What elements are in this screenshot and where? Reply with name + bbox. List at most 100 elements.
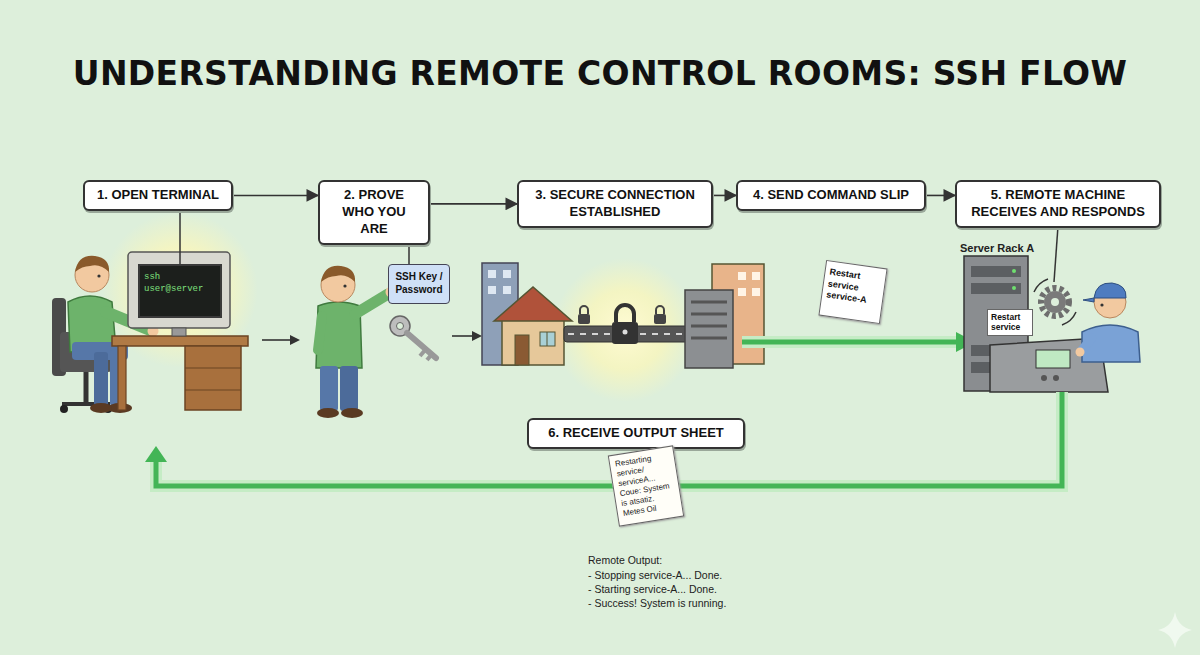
output-line: - Success! System is running.	[588, 597, 726, 609]
output-line: - Stopping service-A... Done.	[588, 569, 722, 581]
green-flow-arrow-part	[742, 336, 960, 348]
standing-person-part	[343, 284, 346, 287]
control-console-part	[990, 338, 1108, 392]
operator-person-part	[1076, 348, 1085, 357]
step-box: 4. SEND COMMAND SLIP	[736, 180, 926, 211]
return-arrow-part	[156, 392, 1062, 486]
server-buildings	[685, 264, 764, 368]
standing-person-part	[317, 408, 339, 418]
standing-person-part	[320, 366, 338, 411]
seated-person-part	[75, 256, 109, 272]
seated-person-part	[84, 372, 89, 402]
client-buildings-part	[515, 335, 529, 365]
control-console-part	[1041, 375, 1047, 381]
flow-arrow-part	[472, 331, 482, 341]
flow-arrow-part	[452, 335, 474, 337]
node-text: 5. REMOTE MACHINE RECEIVES AND RESPONDS	[965, 187, 1151, 221]
server-rack-part	[1012, 286, 1016, 290]
operator-person-part	[1082, 338, 1092, 350]
node-text: 1. OPEN TERMINAL	[93, 187, 223, 204]
rack-note: Restart service	[987, 309, 1033, 336]
node-text: Restart service service-A	[825, 267, 881, 309]
standing-person-part	[340, 366, 358, 411]
terminal-screen: ssh user@server	[138, 264, 222, 318]
operator-person-part	[1082, 325, 1140, 362]
operator-person-part	[1100, 303, 1103, 306]
control-console-part	[1036, 350, 1070, 368]
flow-arrow	[452, 331, 482, 341]
standing-person-part	[355, 294, 388, 314]
watermark-star-part	[1158, 612, 1192, 648]
standing-person	[316, 266, 397, 418]
step-box: 1. OPEN TERMINAL	[83, 180, 233, 211]
command-slip: Restart service service-A	[818, 260, 887, 324]
server-buildings-part	[691, 337, 727, 340]
flow-arrow	[430, 203, 517, 205]
node-text: 2. PROVE WHO YOU ARE	[328, 187, 420, 238]
output-line: - Starting service-A... Done.	[588, 583, 717, 595]
server-buildings-part	[752, 288, 760, 296]
standing-person-part	[318, 316, 322, 350]
gear-icon-part	[1034, 279, 1048, 292]
client-buildings	[482, 263, 572, 365]
leader-line	[1054, 226, 1058, 282]
step-box: 3. SECURE CONNECTION ESTABLISHED	[517, 180, 713, 228]
secure-tunnel-part	[616, 305, 634, 322]
seated-person-part	[90, 403, 112, 413]
operator-person-part	[1094, 283, 1126, 298]
client-buildings-part	[503, 286, 511, 294]
connection-glow	[553, 258, 697, 402]
server-buildings-part	[691, 301, 727, 304]
credential-card: SSH Key / Password	[388, 264, 450, 304]
control-console-part	[1053, 375, 1059, 381]
client-buildings-part	[494, 287, 572, 321]
desk-part	[112, 336, 248, 346]
control-console	[990, 338, 1108, 392]
server-buildings-part	[691, 313, 727, 316]
node-text: Restart service	[991, 312, 1029, 332]
gear-icon-part	[1041, 288, 1069, 316]
connection-glow-part	[553, 258, 697, 402]
server-buildings-part	[691, 325, 727, 328]
seated-person-part	[97, 274, 100, 277]
flow-arrow	[233, 195, 318, 197]
server-buildings-part	[738, 288, 746, 296]
output-heading: Remote Output:	[588, 554, 662, 566]
flow-arrow	[262, 335, 300, 345]
computer-monitor	[128, 252, 230, 336]
server-buildings-part	[752, 272, 760, 280]
key-icon-part	[427, 354, 432, 360]
computer-monitor-part	[172, 328, 186, 336]
watermark-star	[1158, 612, 1192, 648]
key-icon	[390, 316, 436, 360]
return-arrow	[145, 392, 1062, 486]
node-text: 3. SECURE CONNECTION ESTABLISHED	[527, 187, 703, 221]
return-arrow-part	[156, 392, 1062, 486]
green-flow-arrow-part	[742, 340, 960, 345]
flow-arrow-part	[290, 335, 300, 345]
server-buildings-part	[738, 272, 746, 280]
secure-tunnel-part	[612, 322, 638, 344]
secure-tunnel-part	[656, 306, 664, 314]
server-rack-part	[1012, 269, 1016, 273]
node-text: ssh user@server	[144, 272, 216, 295]
server-buildings-part	[685, 290, 733, 368]
client-buildings-part	[547, 332, 548, 346]
secure-tunnel-part	[654, 314, 666, 324]
gear-icon	[1034, 279, 1076, 325]
key-icon-part	[420, 349, 426, 356]
step-box: 6. RECEIVE OUTPUT SHEET	[527, 418, 745, 449]
seated-person-part	[94, 352, 108, 406]
gear-icon-part	[1051, 298, 1059, 306]
client-buildings-part	[540, 332, 555, 346]
rack-label: Server Rack A	[960, 242, 1034, 254]
client-buildings-part	[488, 286, 496, 294]
client-buildings-part	[488, 270, 496, 278]
desk-part	[118, 346, 126, 410]
green-flow-arrow	[742, 332, 975, 352]
operator-person-part	[1083, 298, 1094, 302]
secure-tunnel	[564, 305, 688, 344]
desk	[112, 336, 248, 410]
